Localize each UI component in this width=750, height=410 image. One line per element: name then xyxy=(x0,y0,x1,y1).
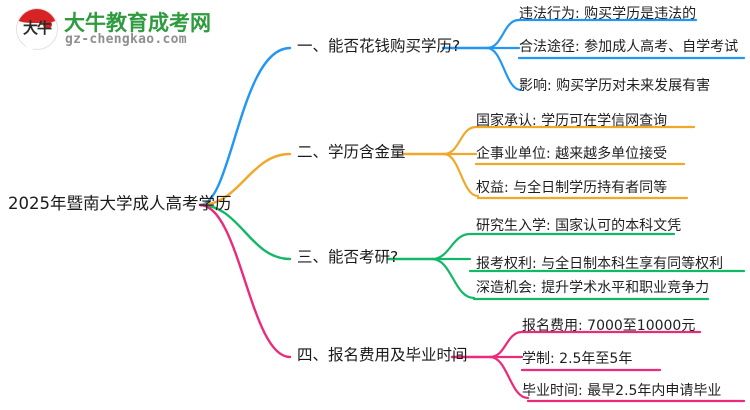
logo-badge-dot xyxy=(43,20,52,29)
logo-badge-top-arc xyxy=(17,9,57,23)
leaf-node-3-1[interactable]: 研究生入学: 国家认可的本科文凭 xyxy=(476,218,682,234)
leaf-node-4-3[interactable]: 毕业时间: 最早2.5年内申请毕业 xyxy=(522,383,722,399)
branch-label-1[interactable]: 一、能否花钱购买学历? xyxy=(297,37,461,55)
leaf-node-2-2[interactable]: 企事业单位: 越来越多单位接受 xyxy=(476,146,668,162)
branch-4-connectors xyxy=(198,203,746,403)
leaf-node-1-1[interactable]: 违法行为: 购买学历是违法的 xyxy=(519,6,697,22)
leaf-node-2-1[interactable]: 国家承认: 学历可在学信网查询 xyxy=(476,113,668,129)
leaf-node-4-1[interactable]: 报名费用: 7000至10000元 xyxy=(522,318,696,334)
logo-badge-circle: 大牛 xyxy=(16,8,58,50)
leaf-node-1-3[interactable]: 影响: 购买学历对未来发展有害 xyxy=(519,78,711,94)
leaf-node-3-2[interactable]: 报考权利: 与全日制本科生享有同等权利 xyxy=(476,256,724,272)
leaf-node-3-3[interactable]: 深造机会: 提升学术水平和职业竞争力 xyxy=(476,280,710,296)
leaf-node-2-3[interactable]: 权益: 与全日制学历持有者同等 xyxy=(476,180,668,196)
logo-badge-label: 大牛 xyxy=(22,19,52,37)
mindmap-root-label[interactable]: 2025年暨南大学成人高考学历 xyxy=(8,194,232,213)
leaf-node-4-2[interactable]: 学制: 2.5年至5年 xyxy=(522,351,633,367)
logo-badge-tail xyxy=(25,45,35,52)
logo-badge-icon: 大牛 xyxy=(16,8,58,52)
branch-label-3[interactable]: 三、能否考研? xyxy=(297,248,399,266)
site-logo: 大牛 大牛教育成考网 gz-chengkao.com xyxy=(16,6,211,52)
branch-label-4[interactable]: 四、报名费用及毕业时间 xyxy=(297,346,468,364)
leaf-node-1-2[interactable]: 合法途径: 参加成人高考、自学考试 xyxy=(519,39,739,55)
logo-domain: gz-chengkao.com xyxy=(65,32,187,47)
branch-label-2[interactable]: 二、学历含金量 xyxy=(297,143,406,161)
logo-title: 大牛教育成考网 xyxy=(64,11,211,35)
